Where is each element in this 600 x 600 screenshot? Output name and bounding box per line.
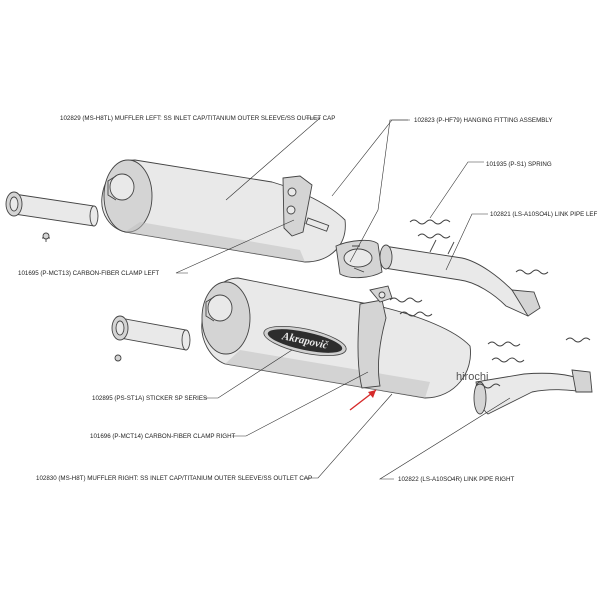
- muffler-left: [101, 159, 383, 279]
- label-spring: 101935 (P-S1) SPRING: [486, 161, 552, 168]
- springs: [352, 219, 591, 389]
- label-muffler-right: 102830 (MS-H8T) MUFFLER RIGHT: SS INLET …: [36, 475, 312, 482]
- watermark: hirochi: [456, 371, 488, 383]
- label-muffler-left: 102829 (MS-H8TL) MUFFLER LEFT: SS INLET …: [60, 115, 335, 122]
- inlet-sleeve-right: [111, 315, 191, 362]
- label-clamp-left: 101695 (P-MCT13) CARBON-FIBER CLAMP LEFT: [18, 270, 159, 277]
- label-clamp-right: 101696 (P-MCT14) CARBON-FIBER CLAMP RIGH…: [90, 433, 236, 440]
- link-pipe-left: [379, 239, 541, 317]
- red-arrow: [349, 389, 377, 411]
- inlet-sleeve-left: [5, 191, 99, 242]
- leader-lines: [175, 117, 511, 480]
- muffler-right: Akrapovič: [201, 277, 471, 399]
- label-link-pipe-right: 102822 (LS-A10SO4R) LINK PIPE RIGHT: [398, 476, 514, 483]
- link-pipe-right: [473, 369, 593, 415]
- label-hanging-fitting: 102823 (P-HF79) HANGING FITTING ASSEMBLY: [414, 117, 552, 124]
- label-link-pipe-left: 102821 (LS-A10SO4L) LINK PIPE LEF: [490, 211, 598, 218]
- label-sticker: 102895 (PS-ST1A) STICKER SP SERIES: [92, 395, 207, 402]
